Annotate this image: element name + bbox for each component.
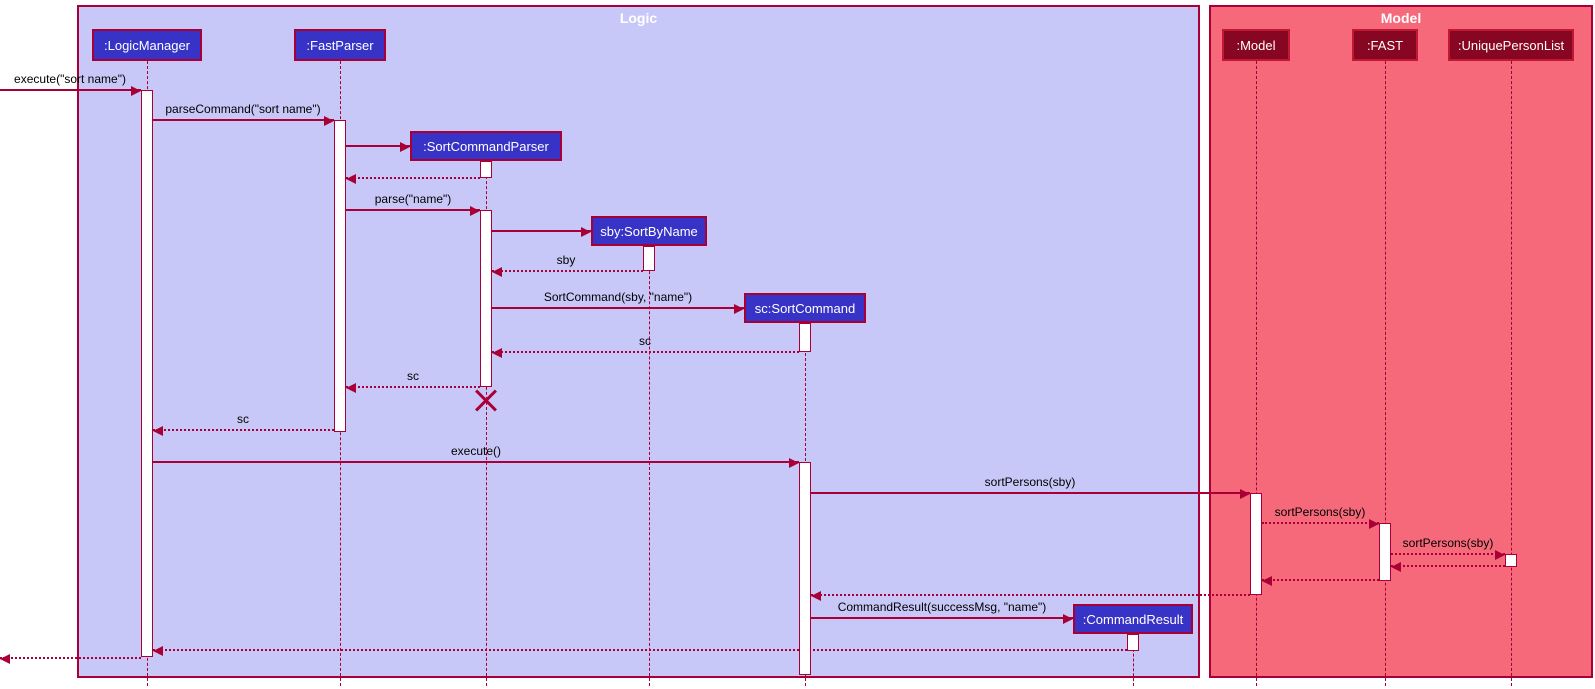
arrowhead-right-icon xyxy=(1369,519,1379,529)
arrowhead-right-icon xyxy=(1240,489,1250,499)
message-13-label: sortPersons(sby) xyxy=(1274,505,1366,519)
message-19-line xyxy=(153,649,1127,651)
arrowhead-left-icon xyxy=(346,383,356,393)
arrowhead-left-icon xyxy=(1262,576,1272,586)
message-11-line xyxy=(153,461,799,463)
message-2-line xyxy=(346,145,410,147)
arrowhead-left-icon xyxy=(1391,562,1401,572)
destroy-cross-icon xyxy=(473,387,499,413)
activation-bar-sort-command xyxy=(799,323,811,352)
message-13-line xyxy=(1262,522,1379,524)
participant-unique-person-list: :UniquePersonList xyxy=(1448,29,1574,61)
message-10-label: sc xyxy=(237,412,249,426)
message-12-label: sortPersons(sby) xyxy=(984,475,1076,489)
message-15-line xyxy=(1391,565,1505,567)
message-9-label: sc xyxy=(407,369,419,383)
activation-bar-sort-command-parser xyxy=(480,210,492,387)
message-18-line xyxy=(811,617,1073,619)
arrowhead-left-icon xyxy=(492,348,502,358)
message-12-line xyxy=(811,492,1250,494)
message-8-label: sc xyxy=(639,334,651,348)
message-9-line xyxy=(346,386,480,388)
arrowhead-right-icon xyxy=(400,142,410,152)
activation-bar-sort-command-parser xyxy=(480,161,492,178)
message-6-line xyxy=(492,270,643,272)
activation-bar-logic-manager xyxy=(141,90,153,657)
message-16-line xyxy=(1262,579,1379,581)
arrowhead-right-icon xyxy=(1495,550,1505,560)
message-8-line xyxy=(492,351,799,353)
arrowhead-right-icon xyxy=(581,227,591,237)
message-1-line xyxy=(153,119,334,121)
arrowhead-left-icon xyxy=(153,646,163,656)
activation-bar-sort-command xyxy=(799,462,811,675)
lifeline-unique-person-list xyxy=(1511,61,1512,686)
participant-fast-parser: :FastParser xyxy=(294,29,386,61)
activation-bar-model-obj xyxy=(1250,493,1262,595)
message-14-label: sortPersons(sby) xyxy=(1402,536,1494,550)
lifeline-command-result xyxy=(1133,634,1134,686)
message-5-line xyxy=(492,230,591,232)
activation-bar-sort-by-name xyxy=(643,246,655,271)
activation-bar-command-result xyxy=(1127,634,1139,651)
frame-logic: Logic xyxy=(77,5,1200,678)
frame-title-model: Model xyxy=(1380,10,1422,26)
participant-sort-command-parser: :SortCommandParser xyxy=(410,131,562,161)
activation-bar-fast xyxy=(1379,523,1391,581)
participant-sort-by-name: sby:SortByName xyxy=(591,216,707,246)
arrowhead-left-icon xyxy=(346,174,356,184)
arrowhead-left-icon xyxy=(811,591,821,601)
message-4-label: parse("name") xyxy=(374,192,452,206)
arrowhead-left-icon xyxy=(153,426,163,436)
message-0-line xyxy=(0,89,141,91)
lifeline-fast xyxy=(1385,61,1386,686)
frame-title-logic: Logic xyxy=(619,10,658,26)
message-10-line xyxy=(153,429,334,431)
activation-bar-unique-person-list xyxy=(1505,554,1517,567)
arrowhead-right-icon xyxy=(734,304,744,314)
message-20-line xyxy=(0,657,141,659)
message-4-line xyxy=(346,209,480,211)
arrowhead-right-icon xyxy=(1063,614,1073,624)
lifeline-sort-by-name xyxy=(649,246,650,686)
lifeline-sort-command-parser xyxy=(486,161,487,686)
message-11-label: execute() xyxy=(450,444,502,458)
participant-model-obj: :Model xyxy=(1222,29,1290,61)
message-7-line xyxy=(492,307,744,309)
arrowhead-right-icon xyxy=(789,458,799,468)
participant-fast: :FAST xyxy=(1352,29,1418,61)
message-14-line xyxy=(1391,553,1505,555)
arrowhead-left-icon xyxy=(492,267,502,277)
message-6-label: sby xyxy=(556,253,576,267)
activation-bar-fast-parser xyxy=(334,120,346,432)
arrowhead-left-icon xyxy=(0,654,10,664)
message-17-line xyxy=(811,594,1250,596)
arrowhead-right-icon xyxy=(324,116,334,126)
participant-sort-command: sc:SortCommand xyxy=(744,293,866,323)
arrowhead-right-icon xyxy=(131,86,141,96)
arrowhead-right-icon xyxy=(470,206,480,216)
message-3-line xyxy=(346,177,480,179)
message-7-label: SortCommand(sby, "name") xyxy=(543,290,693,304)
message-1-label: parseCommand("sort name") xyxy=(165,102,321,116)
participant-logic-manager: :LogicManager xyxy=(92,29,202,61)
participant-command-result: :CommandResult xyxy=(1073,604,1193,634)
message-18-label: CommandResult(successMsg, "name") xyxy=(837,600,1047,614)
lifeline-model-obj xyxy=(1256,61,1257,686)
message-0-label: execute("sort name") xyxy=(14,72,126,86)
